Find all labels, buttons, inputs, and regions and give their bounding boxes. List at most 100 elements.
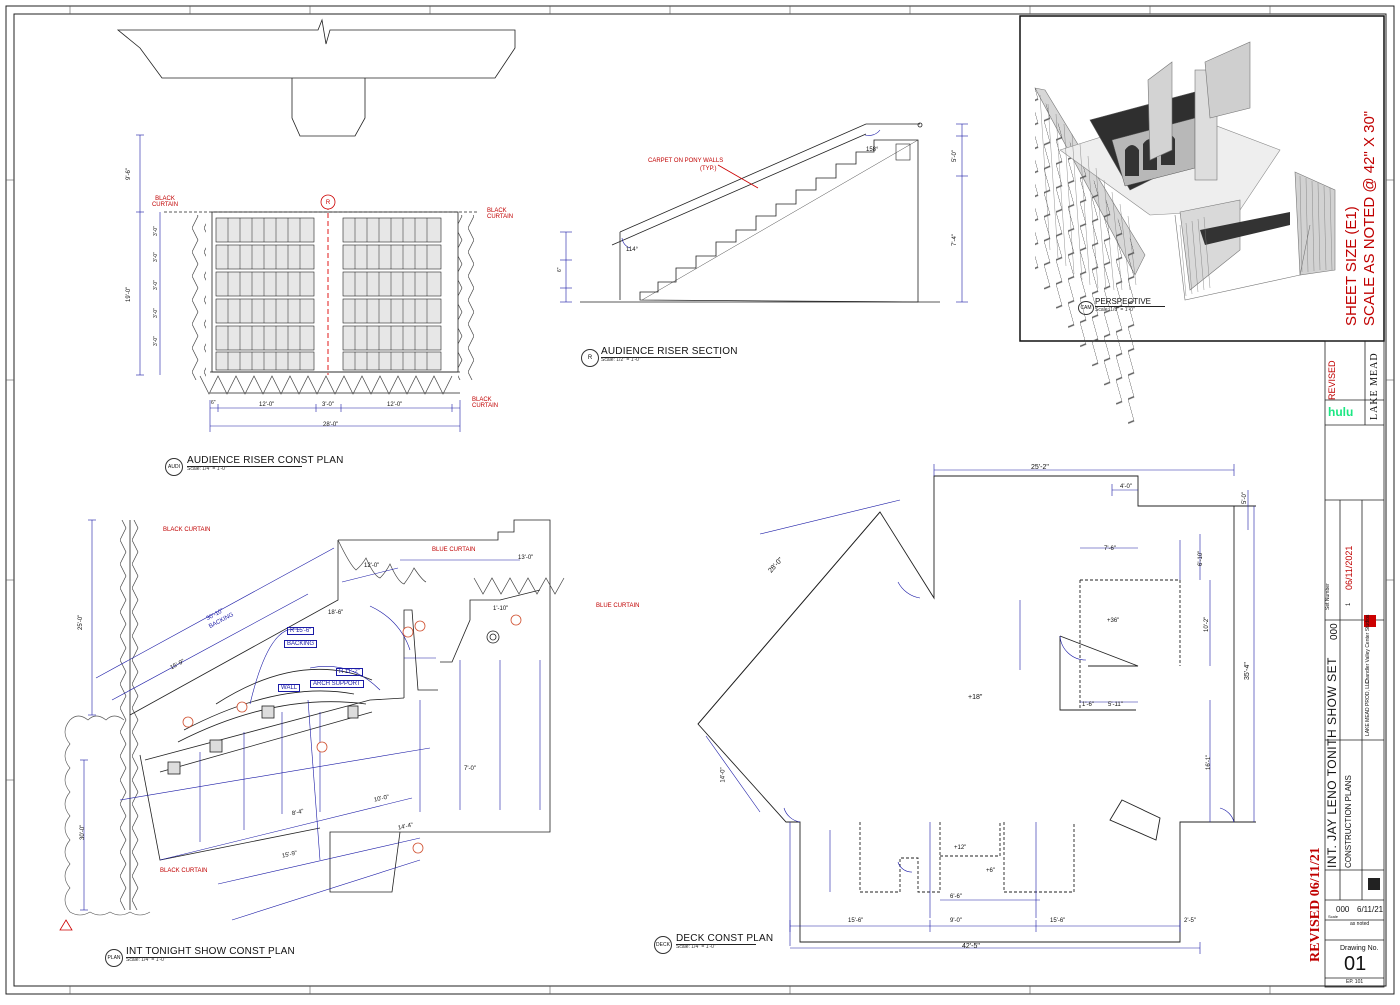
- dim-s-r15: R 15'-6": [287, 627, 315, 635]
- tb-sheet-title: CONSTRUCTION PLANS: [1344, 775, 1353, 868]
- note-blue-curtain-2: BLUE CURTAIN: [596, 603, 640, 609]
- note-black-curtain-5: BLACK CURTAIN: [160, 868, 208, 874]
- view-tag-perspective: CAM: [1078, 301, 1094, 315]
- dim-d-9: 9'-0": [950, 918, 962, 924]
- tb-date-short: 6/11/21: [1357, 905, 1384, 914]
- note-black-curtain-1: BLACK CURTAIN: [151, 196, 179, 208]
- note-arch-support: ARCH SUPPORT: [310, 680, 364, 688]
- view-scale-perspective: Scale: 1/8" = 1'-0": [1095, 307, 1135, 313]
- revised-stamp: REVISED 06/11/21: [1308, 847, 1323, 962]
- view-tag-deck: DECK: [654, 936, 672, 954]
- show-plan-drawing: [120, 519, 551, 910]
- note-backing-2: BACKING: [284, 640, 318, 648]
- tb-scale-label: Scale: [1328, 914, 1339, 919]
- dim-d-16-1: 16'-1": [1206, 754, 1212, 770]
- dim-d-18: +18": [968, 694, 983, 701]
- tb-revised: REVISED: [1327, 360, 1337, 400]
- riser-section-drawing: [580, 122, 940, 303]
- note-black-curtain-4: BLACK CURTAIN: [163, 527, 211, 533]
- view-name-riser: AUDIENCE RISER SECTION: [601, 346, 738, 358]
- dim-a-row-4: 3'-0": [153, 308, 159, 318]
- note-carpet: CARPET ON PONY WALLS: [648, 158, 724, 164]
- view-tag-audience: AUDI: [165, 458, 183, 476]
- dim-d-6: +6": [986, 868, 995, 874]
- tb-company: LAKE MEAD: [1369, 352, 1380, 420]
- tb-set-number-2: 000: [1336, 905, 1350, 914]
- view-name-deck: DECK CONST PLAN: [676, 933, 774, 945]
- tb-drawing-no-label: Drawing No.: [1340, 945, 1379, 952]
- dim-d-15-6b: 15'-6": [1050, 918, 1066, 924]
- tb-brand: hulu: [1328, 405, 1354, 419]
- dim-d-36: +36": [1107, 618, 1120, 624]
- dim-r-158: 158°: [866, 147, 879, 153]
- dim-s-13: 13'-0": [518, 555, 534, 561]
- dim-d-14: 14'-0": [720, 767, 727, 783]
- view-name-perspective: PERSPECTIVE: [1095, 298, 1165, 307]
- dim-d-6-10: 6'-10": [1198, 550, 1204, 566]
- dim-a-12b: 12'-0": [387, 402, 403, 408]
- dim-d-35-4: 35'-4": [1244, 662, 1251, 680]
- dim-d-1-6: 1'-6": [1082, 702, 1094, 708]
- dim-a-12a: 12'-0": [259, 402, 275, 408]
- deck-plan-drawing: [697, 475, 1256, 943]
- sheet-size-label: SHEET SIZE (E1): [1343, 206, 1360, 326]
- view-scale-show: Scale: 1/4" = 1'-0": [126, 957, 166, 963]
- view-tag-show: PLAN: [105, 949, 123, 967]
- brand-mark: [1364, 615, 1376, 627]
- dim-d-15-6a: 15'-6": [848, 918, 864, 924]
- note-wall: WALL: [278, 684, 301, 692]
- title-block-frame: [1324, 340, 1385, 988]
- dim-d-10-2: 10'-2": [1204, 616, 1210, 632]
- dim-d-2-5: 2'-5": [1184, 918, 1196, 924]
- tb-set-label: Set Number: [1325, 583, 1331, 610]
- note-black-curtain-2: BLACK CURTAIN: [487, 208, 514, 220]
- view-scale-deck: Scale: 1/4" = 1'-0": [676, 944, 716, 950]
- dim-a-row-5: 3'-0": [153, 336, 159, 346]
- tb-studio: Chandler Valley Center Studios: [1365, 614, 1371, 684]
- tb-drawing-no: 01: [1344, 953, 1367, 975]
- note-blue-curtain-1: BLUE CURTAIN: [432, 547, 476, 553]
- tb-rev-mark: 1: [1346, 602, 1352, 606]
- dim-a-9-6: 9'-6": [126, 168, 132, 180]
- svg-text:R: R: [326, 200, 331, 206]
- dim-s-18-6: 18'-6": [328, 610, 344, 616]
- view-scale-riser: Scale: 1/2" = 1'-0": [601, 357, 641, 363]
- dim-a-6: 6": [211, 400, 216, 406]
- dim-d-7-6: 7'-6": [1104, 546, 1116, 552]
- dim-d-42-5: 42'-5": [962, 943, 980, 950]
- dim-s-7: 7'-0": [464, 766, 476, 772]
- curtains-audience: [190, 215, 474, 395]
- dim-r-6: 6": [557, 267, 563, 272]
- dim-r-114: 114°: [626, 247, 638, 253]
- tb-ep: EP. 101: [1346, 979, 1364, 985]
- dim-d-5-11: 5'-11": [1108, 702, 1123, 708]
- sheet-scale-label: SCALE AS NOTED @ 42" X 30": [1361, 110, 1378, 326]
- dim-d-25-2: 25'-2": [1031, 464, 1049, 471]
- note-carpet-typ: (TYP.): [700, 166, 717, 172]
- dim-s-1-10: 1'-10": [493, 606, 509, 612]
- dim-a-19: 19'-0": [126, 286, 132, 302]
- dim-s-12: 12'-0": [364, 563, 380, 569]
- dim-a-row-2: 3'-0": [153, 252, 159, 262]
- view-name-show: INT TONIGHT SHOW CONST PLAN: [126, 946, 295, 958]
- dim-a-row-3: 3'-0": [153, 280, 159, 290]
- dim-r-5: 5'-0": [952, 150, 958, 162]
- dim-a-28: 28'-0": [323, 422, 339, 428]
- view-tag-riser: R: [581, 349, 599, 367]
- dim-r-7-4: 7'-4": [952, 234, 958, 246]
- tb-rev-date: 06/11/2021: [1344, 545, 1354, 590]
- tb-scale-value: as noted: [1350, 921, 1370, 927]
- title-logo: [1368, 878, 1380, 890]
- view-name-audience: AUDIENCE RISER CONST PLAN: [187, 455, 344, 467]
- view-scale-audience: Scale: 1/4" = 1'-0": [187, 466, 227, 472]
- dim-d-6-6: 6'-6": [950, 894, 962, 900]
- tb-producer: LAKE MEAD PROD, LLC: [1365, 679, 1371, 736]
- tb-set-number: 000: [1329, 623, 1340, 640]
- dim-a-row-1: 3'-0": [153, 226, 159, 236]
- audience-seats: [215, 217, 442, 371]
- dim-d-4: 4'-0": [1120, 484, 1132, 490]
- dim-a-3: 3'-0": [322, 402, 334, 408]
- dim-s-25: 25'-0": [78, 614, 84, 630]
